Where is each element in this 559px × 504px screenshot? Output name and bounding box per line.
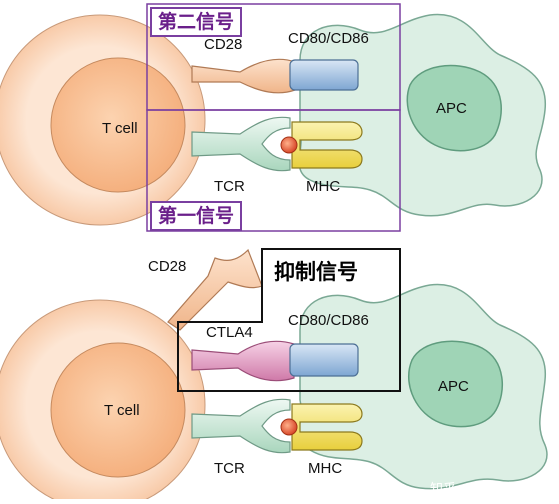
cd80-label-bottom: CD80/CD86 bbox=[288, 312, 369, 329]
tcr-bottom bbox=[191, 398, 291, 454]
mhc-label-top: MHC bbox=[306, 178, 341, 195]
signal2-label: 第二信号 bbox=[150, 7, 243, 37]
tcr-label-bottom: TCR bbox=[214, 460, 245, 477]
mhc-label-bottom: MHC bbox=[308, 460, 343, 477]
apc-label-top: APC bbox=[436, 100, 467, 117]
peptide-bottom bbox=[280, 418, 298, 436]
ctla4-receptor bbox=[191, 340, 295, 382]
tcell-nucleus-top bbox=[50, 57, 186, 193]
peptide-top bbox=[280, 136, 298, 154]
tcr-label-top: TCR bbox=[214, 178, 245, 195]
tcell-label-bottom: T cell bbox=[104, 402, 140, 419]
signal1-highlight-box bbox=[146, 109, 401, 232]
cd28-label-bottom: CD28 bbox=[148, 258, 187, 275]
ctla4-label: CTLA4 bbox=[206, 324, 253, 341]
tcell-nucleus-bottom bbox=[50, 342, 186, 478]
signal1-label: 第一信号 bbox=[150, 201, 243, 231]
cd28-receptor-top bbox=[191, 58, 296, 94]
cd80-ligand-bottom bbox=[289, 343, 359, 377]
apc-nucleus-top bbox=[406, 64, 502, 152]
apc-label-bottom: APC bbox=[438, 378, 469, 395]
top-panel bbox=[0, 3, 547, 232]
cd28-label-top: CD28 bbox=[204, 36, 243, 53]
mhc-bottom bbox=[291, 403, 363, 451]
watermark: 知乎 @肖恩说药 bbox=[430, 482, 526, 497]
inhibition-highlight-box bbox=[177, 248, 401, 392]
mhc-top bbox=[291, 121, 363, 169]
bottom-panel bbox=[0, 248, 548, 504]
inhibit-label: 抑制信号 bbox=[274, 260, 358, 284]
cd28-receptor-bottom bbox=[167, 248, 263, 331]
cd80-label-top: CD80/CD86 bbox=[288, 30, 369, 47]
tcr-top bbox=[191, 116, 291, 172]
cd80-ligand-top bbox=[289, 59, 359, 91]
apc-nucleus-bottom bbox=[407, 340, 503, 428]
tcell-label-top: T cell bbox=[102, 120, 138, 137]
